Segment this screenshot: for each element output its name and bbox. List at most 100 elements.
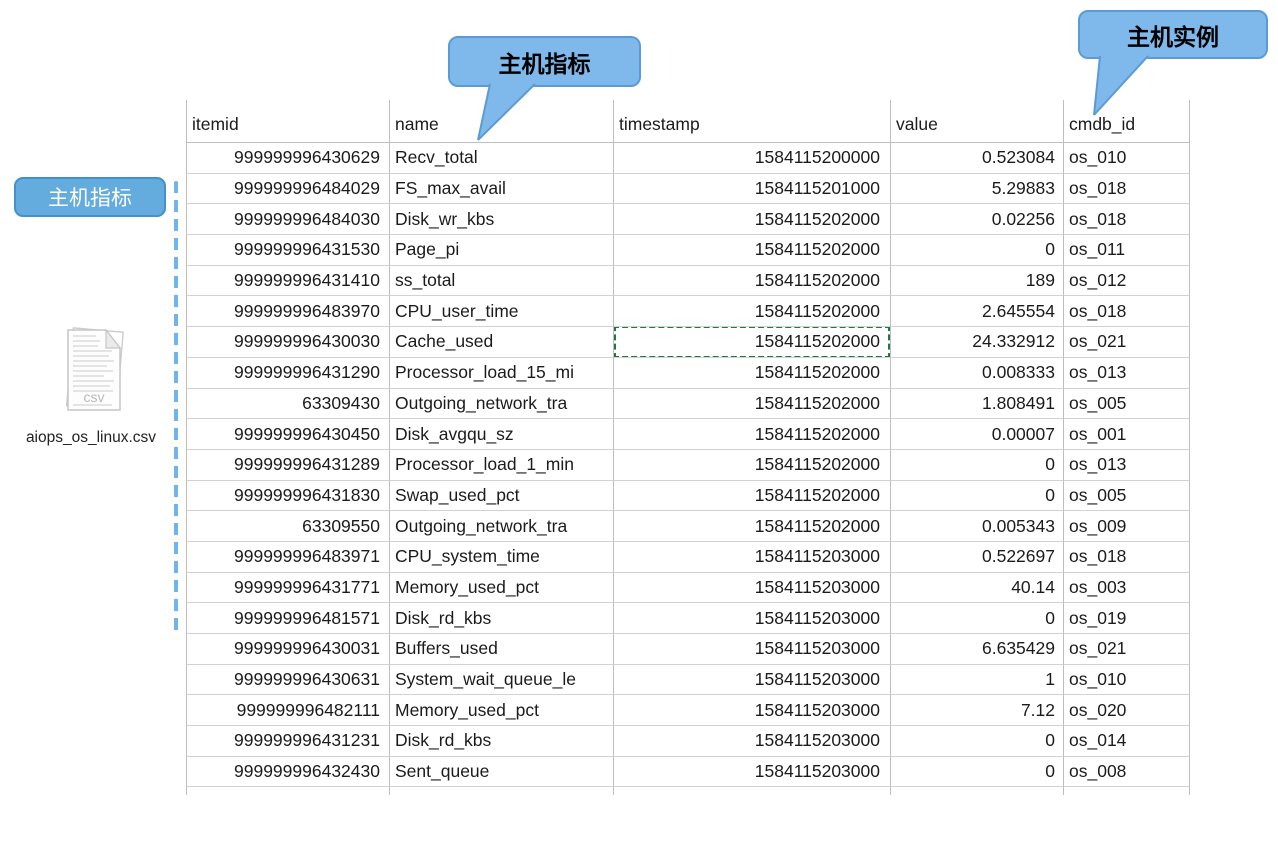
file-name[interactable]: aiops_os_linux.csv bbox=[25, 429, 157, 446]
cell-name[interactable]: Sent_queue bbox=[390, 756, 614, 788]
cell-value[interactable]: 5.29883 bbox=[891, 173, 1064, 205]
cell-name[interactable]: Processor_load_1_min bbox=[390, 449, 614, 481]
cell-name[interactable]: Buffers_used bbox=[390, 634, 614, 665]
column-header-itemid[interactable]: itemid bbox=[186, 100, 390, 143]
cell-itemid[interactable]: 63309430 bbox=[186, 388, 390, 420]
cell-cmdb_id[interactable]: os_005 bbox=[1064, 480, 1190, 512]
cell-value[interactable]: 0 bbox=[891, 603, 1064, 634]
cell-value[interactable]: 0.523084 bbox=[891, 143, 1064, 174]
cell-cmdb_id[interactable]: os_010 bbox=[1064, 664, 1190, 696]
cell-value[interactable]: 0.522697 bbox=[891, 541, 1064, 573]
cell-cmdb_id[interactable]: os_008 bbox=[1064, 756, 1190, 788]
cell-itemid[interactable]: 999999996484030 bbox=[186, 204, 390, 236]
column-header-name[interactable]: name bbox=[390, 100, 614, 143]
cell-itemid[interactable]: 999999996430631 bbox=[186, 664, 390, 696]
cell-name[interactable]: Cache_used bbox=[390, 327, 614, 358]
cell-value[interactable]: 1 bbox=[891, 664, 1064, 696]
cell-itemid[interactable]: 999999996430629 bbox=[186, 143, 390, 174]
cell-name[interactable]: Memory_used_pct bbox=[390, 572, 614, 604]
cell-cmdb_id[interactable]: os_019 bbox=[1064, 603, 1190, 634]
cell-cmdb_id[interactable]: os_013 bbox=[1064, 449, 1190, 481]
cell-cmdb_id[interactable]: os_018 bbox=[1064, 204, 1190, 236]
cell-name[interactable]: Processor_load_15_mi bbox=[390, 357, 614, 389]
cell-value[interactable]: 0 bbox=[891, 235, 1064, 266]
cell-timestamp[interactable]: 1584115202000 bbox=[614, 204, 891, 236]
cell-name[interactable]: CPU_user_time bbox=[390, 296, 614, 328]
cell-timestamp[interactable]: 1584115202000 bbox=[614, 388, 891, 420]
csv-file-icon[interactable]: csv bbox=[52, 322, 140, 418]
cell-timestamp[interactable]: 1584115202000 bbox=[614, 235, 891, 266]
cell-timestamp[interactable]: 1584115203000 bbox=[614, 572, 891, 604]
cell-value[interactable]: 0.00007 bbox=[891, 419, 1064, 450]
cell-timestamp[interactable]: 1584115203000 bbox=[614, 756, 891, 788]
cell-timestamp[interactable]: 1584115202000 bbox=[614, 480, 891, 512]
cell-timestamp[interactable]: 1584115202000 bbox=[614, 296, 891, 328]
cell-name[interactable]: Outgoing_network_tra bbox=[390, 511, 614, 542]
cell-cmdb_id[interactable]: os_011 bbox=[1064, 235, 1190, 266]
cell-timestamp[interactable]: 1584115203000 bbox=[614, 634, 891, 665]
cell-name[interactable]: Disk_rd_kbs bbox=[390, 603, 614, 634]
cell-value[interactable]: 0 bbox=[891, 756, 1064, 788]
cell-name[interactable]: Swap_used_pct bbox=[390, 480, 614, 512]
cell-value[interactable]: 0 bbox=[891, 726, 1064, 757]
cell-timestamp[interactable]: 1584115200000 bbox=[614, 143, 891, 174]
cell-timestamp[interactable]: 1584115202000 bbox=[614, 511, 891, 542]
cell-value[interactable]: 189 bbox=[891, 265, 1064, 297]
cell-value[interactable]: 2.645554 bbox=[891, 296, 1064, 328]
cell-cmdb_id[interactable]: os_018 bbox=[1064, 541, 1190, 573]
cell-cmdb_id[interactable]: os_014 bbox=[1064, 726, 1190, 757]
cell-itemid[interactable]: 999999996431289 bbox=[186, 449, 390, 481]
cell-itemid[interactable]: 999999996482111 bbox=[186, 695, 390, 727]
cell-cmdb_id[interactable]: os_012 bbox=[1064, 265, 1190, 297]
cell-timestamp[interactable]: 1584115203000 bbox=[614, 695, 891, 727]
cell-cmdb_id[interactable]: os_013 bbox=[1064, 357, 1190, 389]
cell-itemid[interactable]: 999999996431830 bbox=[186, 480, 390, 512]
cell-timestamp[interactable]: 1584115202000 bbox=[614, 357, 891, 389]
cell-itemid[interactable]: 63309550 bbox=[186, 511, 390, 542]
cell-timestamp[interactable]: 1584115203000 bbox=[614, 603, 891, 634]
cell-itemid[interactable]: 999999996432430 bbox=[186, 756, 390, 788]
cell-timestamp[interactable]: 1584115201000 bbox=[614, 173, 891, 205]
cell-value[interactable]: 24.332912 bbox=[891, 327, 1064, 358]
cell-itemid[interactable]: 999999996431290 bbox=[186, 357, 390, 389]
cell-value[interactable]: 1.808491 bbox=[891, 388, 1064, 420]
cell-itemid[interactable]: 999999996431530 bbox=[186, 235, 390, 266]
cell-name[interactable]: Recv_total bbox=[390, 143, 614, 174]
cell-name[interactable]: Memory_used_pct bbox=[390, 695, 614, 727]
cell-itemid[interactable]: 999999996430030 bbox=[186, 327, 390, 358]
cell-itemid[interactable]: 999999996483971 bbox=[186, 541, 390, 573]
cell-value[interactable]: 40.14 bbox=[891, 572, 1064, 604]
cell-cmdb_id[interactable]: os_021 bbox=[1064, 634, 1190, 665]
cell-value[interactable]: 7.12 bbox=[891, 695, 1064, 727]
cell-value[interactable]: 0.008333 bbox=[891, 357, 1064, 389]
cell-timestamp[interactable]: 1584115203000 bbox=[614, 726, 891, 757]
column-header-cmdb-id[interactable]: cmdb_id bbox=[1064, 100, 1190, 143]
cell-timestamp[interactable]: 1584115203000 bbox=[614, 541, 891, 573]
cell-name[interactable]: System_wait_queue_le bbox=[390, 664, 614, 696]
cell-value[interactable]: 0.02256 bbox=[891, 204, 1064, 236]
cell-cmdb_id[interactable]: os_003 bbox=[1064, 572, 1190, 604]
cell-value[interactable]: 0 bbox=[891, 480, 1064, 512]
cell-timestamp[interactable]: 1584115202000 bbox=[614, 265, 891, 297]
cell-itemid[interactable]: 999999996430450 bbox=[186, 419, 390, 450]
cell-name[interactable]: Page_pi bbox=[390, 235, 614, 266]
cell-value[interactable]: 6.635429 bbox=[891, 634, 1064, 665]
cell-cmdb_id[interactable]: os_021 bbox=[1064, 327, 1190, 358]
cell-itemid[interactable]: 999999996431410 bbox=[186, 265, 390, 297]
cell-name[interactable]: Disk_wr_kbs bbox=[390, 204, 614, 236]
cell-itemid[interactable]: 999999996431231 bbox=[186, 726, 390, 757]
cell-cmdb_id[interactable]: os_005 bbox=[1064, 388, 1190, 420]
cell-timestamp[interactable]: 1584115202000 bbox=[614, 419, 891, 450]
cell-itemid[interactable]: 999999996481571 bbox=[186, 603, 390, 634]
cell-name[interactable]: Outgoing_network_tra bbox=[390, 388, 614, 420]
cell-name[interactable]: FS_max_avail bbox=[390, 173, 614, 205]
column-header-timestamp[interactable]: timestamp bbox=[614, 100, 891, 143]
column-header-value[interactable]: value bbox=[891, 100, 1064, 143]
cell-cmdb_id[interactable]: os_020 bbox=[1064, 695, 1190, 727]
cell-cmdb_id[interactable]: os_018 bbox=[1064, 173, 1190, 205]
cell-cmdb_id[interactable]: os_009 bbox=[1064, 511, 1190, 542]
cell-cmdb_id[interactable]: os_010 bbox=[1064, 143, 1190, 174]
cell-itemid[interactable]: 999999996430031 bbox=[186, 634, 390, 665]
cell-name[interactable]: ss_total bbox=[390, 265, 614, 297]
cell-itemid[interactable]: 999999996483970 bbox=[186, 296, 390, 328]
